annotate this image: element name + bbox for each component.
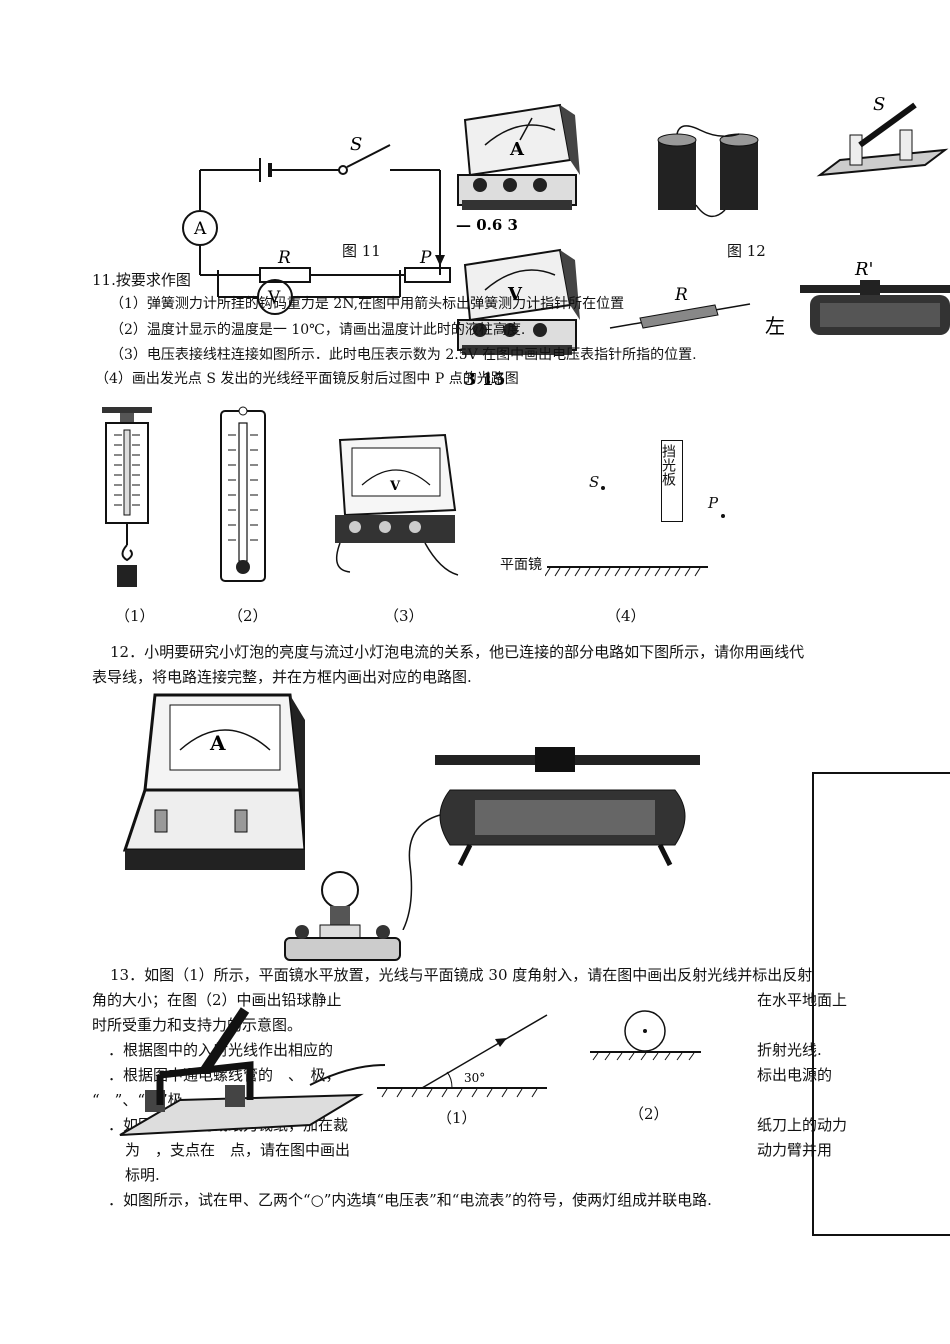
rheostat-image-top: R' 左 <box>765 259 950 338</box>
angle-label: 30° <box>464 1071 485 1085</box>
q13-text-line2a: 角的大小；在图（2）中画出铅球静止 <box>92 991 342 1009</box>
q13-fig1-label: （1） <box>437 1109 477 1127</box>
q11-item-1: （1）弹簧测力计所挂的钩码重力是 2N,在图中用箭头标出弹簧测力计指针所在位置 <box>110 296 625 312</box>
reflection-incident-ray-fig: 30° <box>377 1014 548 1098</box>
q16-text-line2b: 动力臂并用 <box>757 1141 833 1159</box>
resistor-symbol-label: R <box>277 248 291 268</box>
point-p-dot <box>721 514 725 518</box>
q11-fig4-label: （4） <box>606 607 646 625</box>
q16-text-line1b: 纸刀上的动力 <box>757 1116 848 1134</box>
thermometer-image <box>220 406 266 582</box>
q15-text-line1a: ．根据图中通电螺线管的 、 极， <box>108 1066 341 1084</box>
q15-text-line1b: 标出电源的 <box>757 1066 833 1084</box>
q12-text-line2: 表导线，将电路连接完整，并在方框内画出对应的电路图. <box>92 668 472 686</box>
plane-mirror-label: 平面镜 <box>500 557 542 573</box>
voltmeter-device-letter: V <box>507 284 523 305</box>
voltmeter-q11-image: V <box>335 433 459 576</box>
ammeter-device-letter: A <box>509 139 525 160</box>
large-ammeter-image: A <box>122 693 305 870</box>
slider-symbol-label: P <box>419 248 432 268</box>
point-p-label: P <box>708 494 719 512</box>
voltmeter-device-scale: 3 15 <box>464 370 505 390</box>
q13-fig2-label: （2） <box>629 1105 669 1123</box>
large-ammeter-letter: A <box>209 731 226 755</box>
point-s-dot <box>601 486 605 490</box>
q14-text-line1b: 折射光线. <box>757 1041 822 1059</box>
q16-text-line3: 标明. <box>125 1166 160 1184</box>
resistor-device-label: R <box>674 285 688 305</box>
large-rheostat-image <box>402 747 700 930</box>
q11-item-3: （3）电压表接线柱连接如图所示．此时电压表示数为 2.5V 在图中画出电压表指针… <box>110 347 697 363</box>
resistor-image: R <box>609 285 751 329</box>
point-s-label: S <box>589 473 600 491</box>
switch-device-label: S <box>873 94 885 115</box>
q11-fig3-label: （3） <box>384 607 424 625</box>
q16-text-line2a: 为 ，支点在 点，请在图中画出 <box>125 1141 351 1159</box>
voltmeter-symbol-label: V <box>267 288 281 308</box>
knife-switch-image: S <box>816 94 949 177</box>
q12-text-line1: 12．小明要研究小灯泡的亮度与流过小灯泡电流的关系，他已连接的部分电路如下图所示… <box>110 643 805 661</box>
circuit-diagram-fig11: A S R P <box>182 134 451 283</box>
q13-text-line3: 时所受重力和支持力的示意图。 <box>92 1016 303 1034</box>
voltmeter-q11-letter: V <box>389 479 401 494</box>
battery-pair-image <box>657 125 759 218</box>
shot-put-on-ground-fig <box>590 1010 701 1061</box>
q17-text-line1: ．如图所示，试在甲、乙两个“○”内选填“电压表”和“电流表”的符号，使两灯组成并… <box>108 1191 712 1209</box>
q11-item-4: （4）画出发光点 S 发出的光线经平面镜反射后过图中 P 点的光路图 <box>95 371 519 387</box>
q11-item-2: （2）温度计显示的温度是一 10℃，请画出温度计此时的液柱高度. <box>110 322 526 338</box>
circuit-diagram-box[interactable] <box>812 772 950 1236</box>
plane-mirror <box>545 566 708 577</box>
rheostat-label: R' <box>854 259 874 280</box>
light-bulb-image <box>284 871 401 961</box>
paper-cutter-switch-image <box>119 1007 385 1136</box>
ammeter-device-scale: — 0.6 3 <box>456 216 518 234</box>
left-label: 左 <box>765 314 785 338</box>
q11-fig1-label: （1） <box>115 607 155 625</box>
voltmeter-circuit-symbol: V <box>217 270 401 315</box>
light-blocking-board <box>661 440 683 522</box>
switch-symbol-label: S <box>350 134 362 155</box>
voltmeter-device-image: V 3 15 <box>457 248 580 390</box>
ammeter-symbol-label: A <box>193 219 207 239</box>
q13-text-line2b: 在水平地面上 <box>757 991 848 1009</box>
spring-scale-image <box>102 407 152 587</box>
fig12-caption: 图 12 <box>727 242 766 260</box>
fig11-caption: 图 11 <box>342 242 381 260</box>
light-blocking-board-label: 挡光板 <box>660 444 676 486</box>
q11-fig2-label: （2） <box>228 607 268 625</box>
q11-title: 11.按要求作图 <box>92 271 191 289</box>
q13-text-line1: 13．如图（1）所示，平面镜水平放置，光线与平面镜成 30 度角射入，请在图中画… <box>110 966 813 984</box>
ammeter-device-image: A — 0.6 3 <box>456 103 580 234</box>
